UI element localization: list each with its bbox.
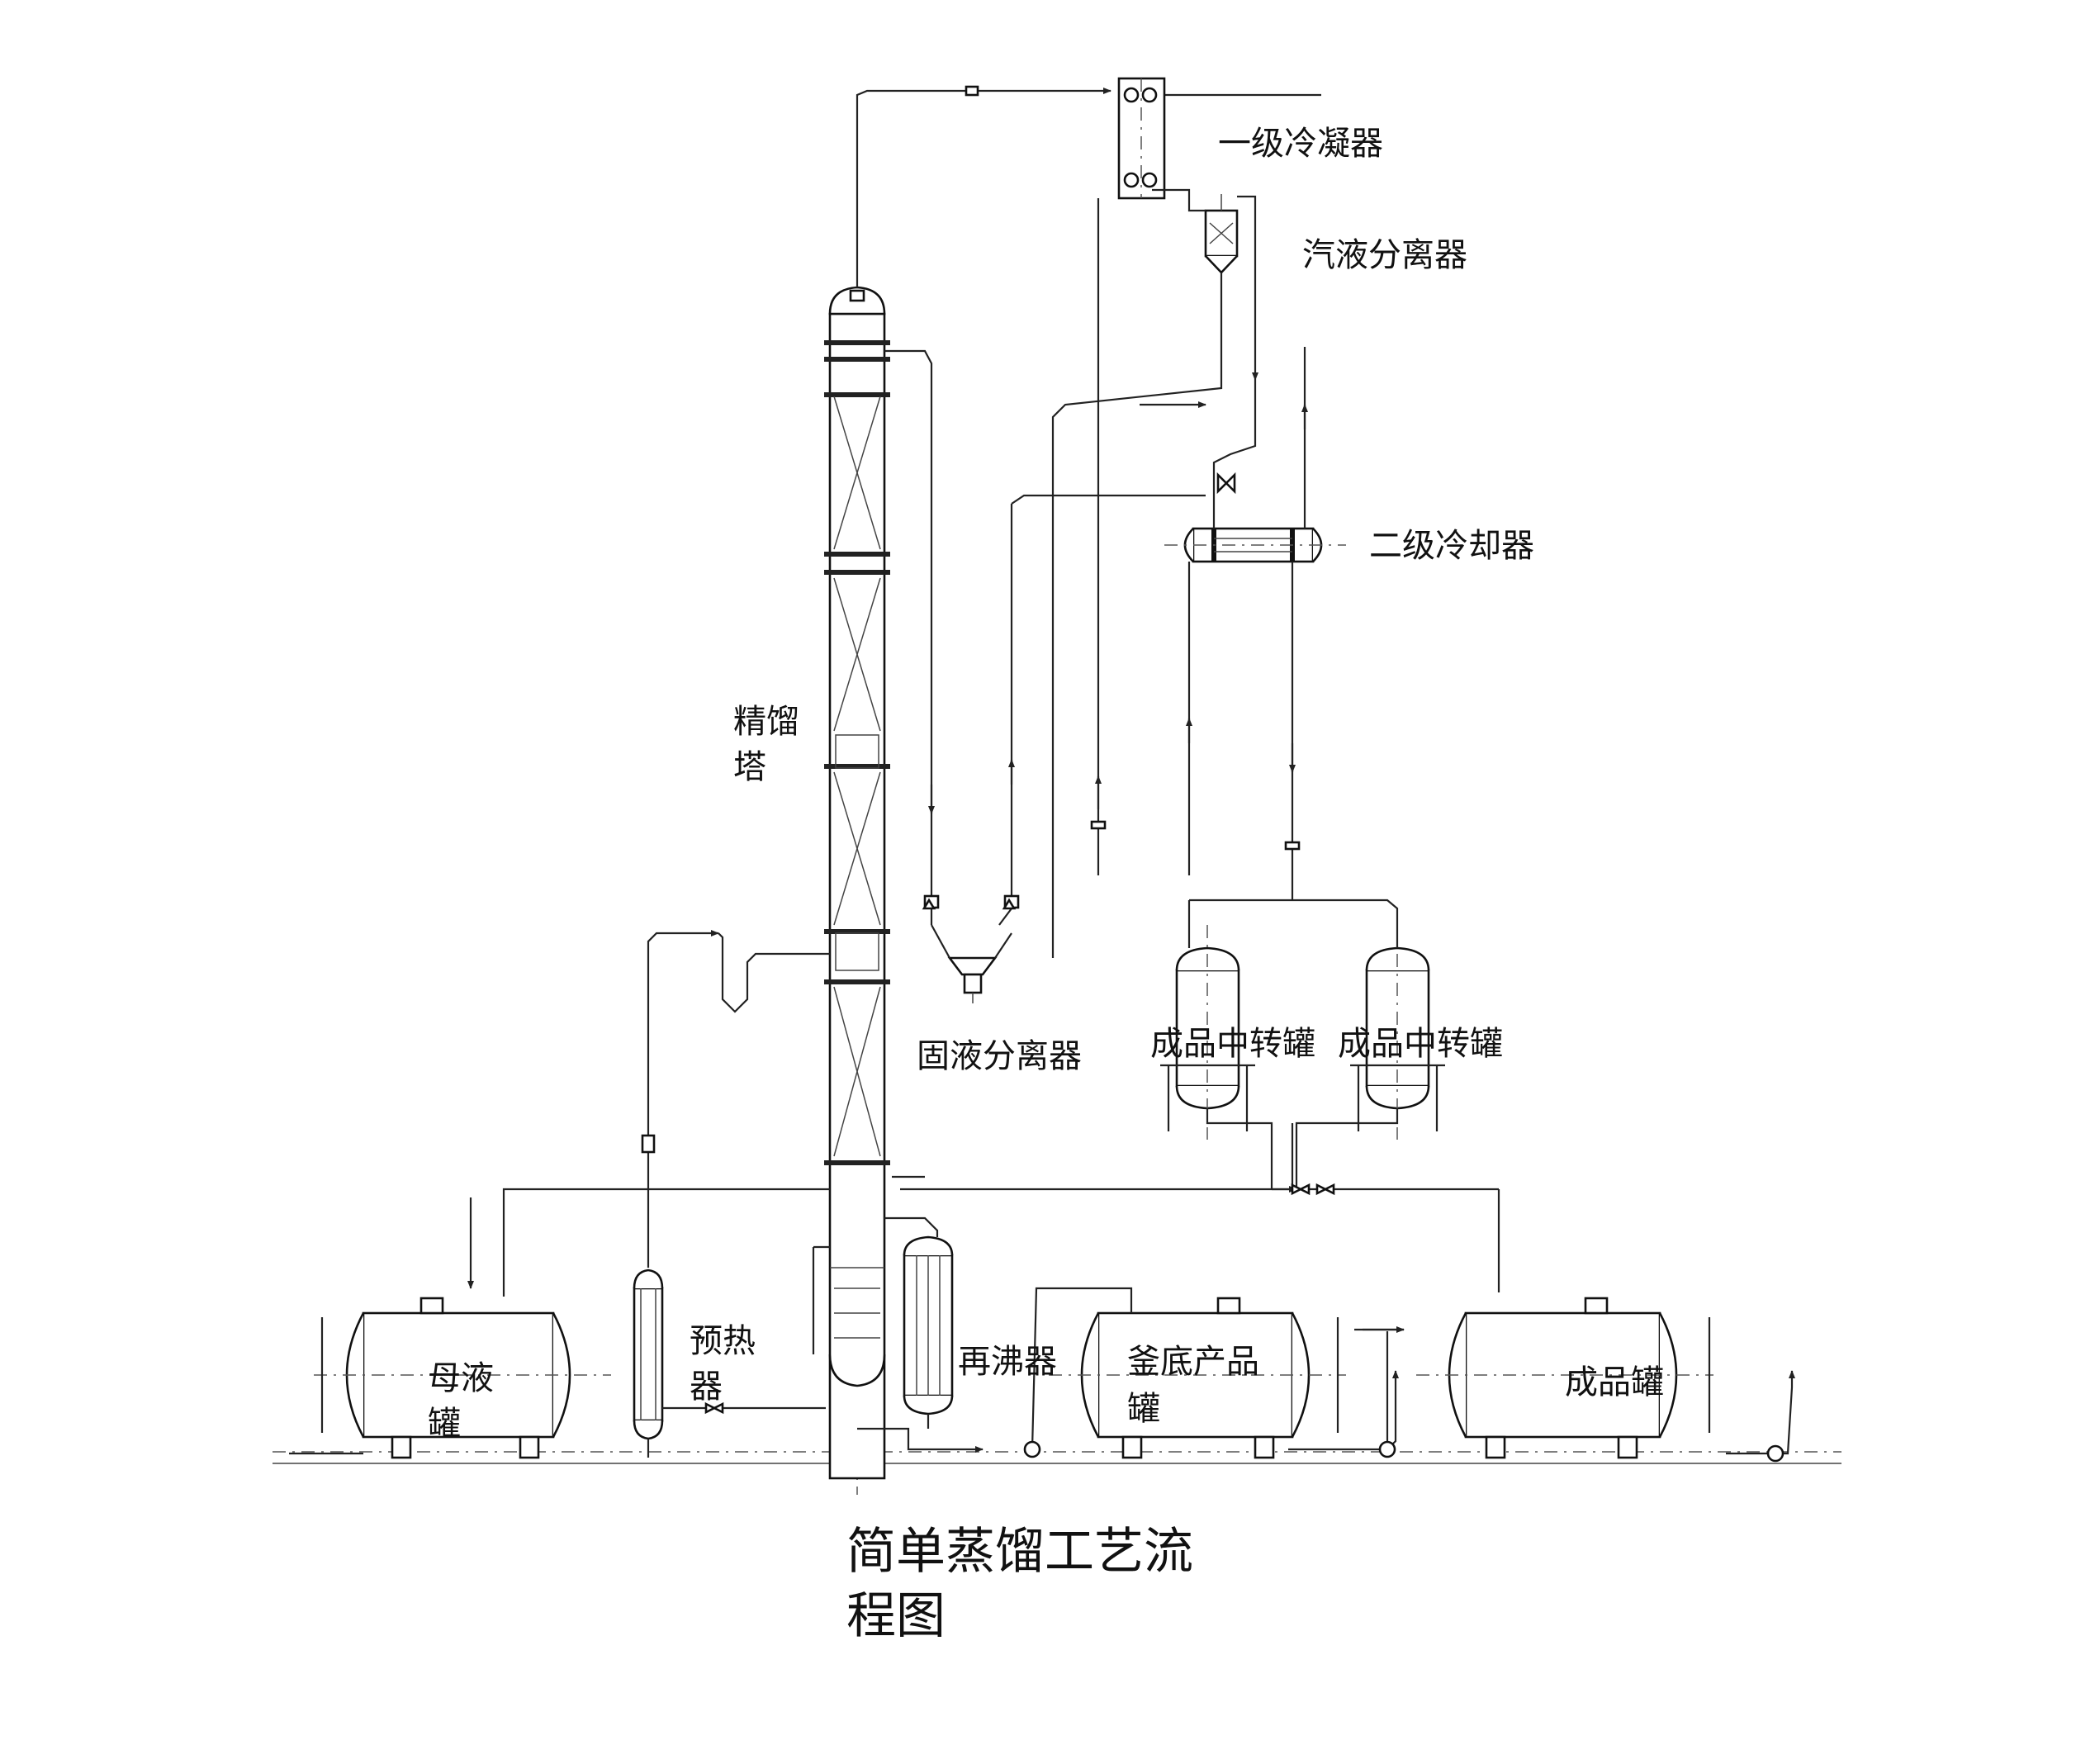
label-product-tank: 成品罐 [1565,1363,1664,1401]
return-header [467,1175,1500,1297]
diagram-title: 简单蒸馏工艺流 程图 [846,1520,1193,1648]
condensate-lines [1051,188,1258,958]
transfer-tank-lines [1187,899,1399,1189]
label-transfer-tank-b: 成品中转罐 [1338,1025,1503,1063]
label-cooler-2: 二级冷却器 [1369,527,1534,565]
reboiler [857,1216,984,1453]
finished-product-tank [1288,1297,1795,1463]
label-bottoms-tank-line1: 釜底产品 [1127,1343,1259,1381]
label-solid-liquid-separator: 固液分离器 [917,1037,1082,1075]
cooler-2 [1011,347,1346,900]
distillation-column [812,273,890,1495]
label-condenser-1: 一级冷凝器 [1218,125,1383,163]
ground-line [273,1451,1841,1464]
label-bottoms-tank-line2: 罐 [1127,1390,1160,1428]
valve-symbols [704,472,1335,1415]
preheater [633,1268,826,1458]
mother-liquor-tank [289,1297,611,1459]
solid-liquid-separator [931,924,1012,1003]
reflux-line [884,349,1020,926]
label-transfer-tank-a: 成品中转罐 [1150,1025,1315,1063]
vapor-liquid-separator [1204,194,1239,274]
label-mother-tank-line1: 母液 [428,1359,494,1397]
label-column-line1: 精馏 [733,703,799,741]
label-vapor-liquid-separator: 汽液分离器 [1302,236,1467,274]
diagram-title-line1: 简单蒸馏工艺流 [846,1523,1193,1581]
overhead-vapor-line [856,85,1321,287]
label-preheater-line2: 器 [690,1368,723,1406]
label-reboiler: 再沸器 [958,1343,1057,1381]
diagram-title-line2: 程图 [846,1587,946,1645]
label-column-line2: 塔 [733,748,766,786]
transfer-tank-a [1160,925,1255,1140]
bottoms-product-tank [1023,1287,1346,1459]
label-mother-tank-line2: 罐 [428,1405,461,1443]
condenser-1 [1117,77,1166,200]
feed-line [641,930,830,1268]
label-preheater-line1: 预热 [690,1322,756,1360]
